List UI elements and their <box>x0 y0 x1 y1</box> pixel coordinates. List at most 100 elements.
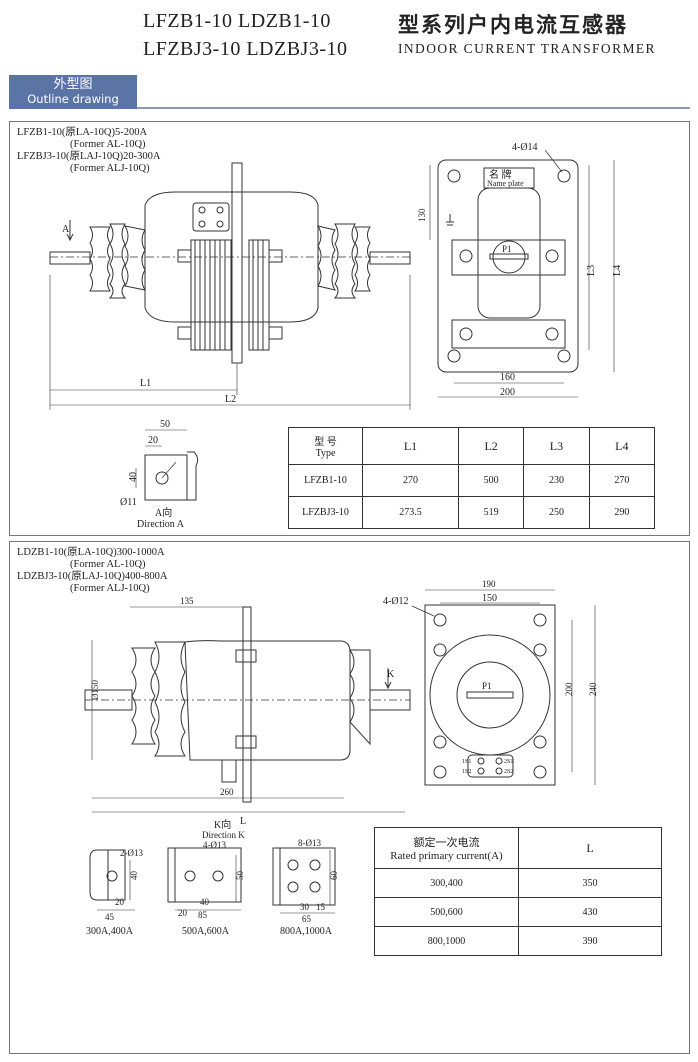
top-title-3: LFZBJ3-10(原LAJ-10Q)20-300A <box>17 151 161 162</box>
dim-240: 240 <box>588 682 598 696</box>
terminal-2s2: 2S2 <box>504 769 513 775</box>
top-table-col-l2: L2 <box>457 427 525 465</box>
bottom-spec-table: 额定一次电流 Rated primary current(A) L 300,40… <box>374 827 662 956</box>
top-side-view <box>429 149 615 398</box>
dim-a-50: 50 <box>160 419 170 430</box>
section-rule <box>137 107 690 109</box>
dim-l2: L2 <box>225 394 236 405</box>
top-row2-l4: 290 <box>588 496 656 529</box>
dim-190: 190 <box>482 579 496 589</box>
variant-1-caption: 300A,400A <box>86 926 134 937</box>
model-line-1: LFZB1-10 LDZB1-10 <box>143 10 331 32</box>
top-table-type-header: 型 号 Type <box>288 427 363 465</box>
table-row: 800,1000 390 <box>374 926 662 956</box>
dim-260: 260 <box>220 787 234 797</box>
top-row2-l1: 273.5 <box>362 496 459 529</box>
variant-3-hole: 8-Ø13 <box>298 838 321 848</box>
top-table-col-l4: L4 <box>588 427 656 465</box>
title-chinese: 型系列户内电流互感器 <box>398 13 628 37</box>
terminal-1s2: 1S2 <box>462 769 471 775</box>
bottom-title-2: (Former AL-10Q) <box>70 559 146 570</box>
top-table-col-l1: L1 <box>362 427 459 465</box>
variant-1-dim-c: 45 <box>105 912 115 922</box>
bottom-row2-l: 430 <box>518 897 662 927</box>
bottom-row3-current: 800,1000 <box>374 926 519 956</box>
variant-2-hole: 4-Ø13 <box>203 840 226 850</box>
top-row1-l3: 230 <box>523 464 590 497</box>
drawing-labels: A L1 L2 4-Ø14 名 牌 Name plate P1 130 L3 L… <box>62 142 623 937</box>
dim-l3: L3 <box>586 265 597 276</box>
section-tag-cn: 外型图 <box>53 77 93 92</box>
nameplate-en: Name plate <box>487 179 524 188</box>
table-row: LFZBJ3-10 273.5 519 250 290 <box>288 496 656 529</box>
top-table-col-l3: L3 <box>523 427 590 465</box>
terminal-1s1: 1S1 <box>462 759 471 765</box>
arrow-a-label: A <box>62 224 70 235</box>
variant-3-dim-a: 60 <box>329 871 339 881</box>
table-row: 300,400 350 <box>374 868 662 898</box>
bottom-title-1: LDZB1-10(原LA-10Q)300-1000A <box>17 547 165 558</box>
bottom-p1-label: P1 <box>482 681 492 691</box>
table-row: 500,600 430 <box>374 897 662 927</box>
top-table-header-cn: 型 号 <box>314 437 337 448</box>
direction-a-cn: A向 <box>155 506 172 519</box>
top-p1-label: P1 <box>502 244 512 254</box>
variant-3-dim-c: 15 <box>316 902 326 912</box>
bottom-title-4: (Former ALJ-10Q) <box>70 583 150 594</box>
bottom-table-header-l: L <box>518 827 662 869</box>
dim-a-20: 20 <box>148 435 158 446</box>
dim-135: 135 <box>180 596 194 606</box>
direction-k-cn: K向 <box>214 818 231 831</box>
dim-130: 130 <box>417 208 427 222</box>
direction-a-en: Direction A <box>137 519 185 530</box>
top-title-4: (Former ALJ-10Q) <box>70 163 150 174</box>
direction-k-en: Direction K <box>202 830 245 840</box>
top-title-1: LFZB1-10(原LA-10Q)5-200A <box>17 127 148 138</box>
dim-200: 200 <box>500 387 515 398</box>
dim-l: L <box>240 816 246 827</box>
table-row: LFZB1-10 270 500 230 270 <box>288 464 656 497</box>
bottom-table-header-en: Rated primary current(A) <box>390 850 503 862</box>
bottom-drawing-frame <box>9 541 690 1054</box>
top-row1-type: LFZB1-10 <box>288 464 363 497</box>
variant-1-dim-a: 40 <box>129 871 139 881</box>
bottom-row1-current: 300,400 <box>374 868 519 898</box>
dim-200b: 200 <box>564 682 574 696</box>
section-tag: 外型图 Outline drawing <box>9 75 137 109</box>
top-table-header-en: Type <box>315 448 336 459</box>
dim-a-11: Ø11 <box>120 497 137 508</box>
terminal-2s1: 2S1 <box>504 759 513 765</box>
variant-3-caption: 800A,1000A <box>280 926 333 937</box>
top-row1-l4: 270 <box>588 464 656 497</box>
variant-2-dim-a: 50 <box>235 871 245 881</box>
bottom-side-view <box>411 589 596 786</box>
top-row2-l3: 250 <box>523 496 590 529</box>
top-title-2: (Former AL-10Q) <box>70 139 146 150</box>
dim-l1: L1 <box>140 378 151 389</box>
bottom-row3-l: 390 <box>518 926 662 956</box>
bottom-title-3: LDZBJ3-10(原LAJ-10Q)400-800A <box>17 571 168 582</box>
variant-2-dim-d: 85 <box>198 910 208 920</box>
bottom-row2-current: 500,600 <box>374 897 519 927</box>
top-row2-type: LFZBJ3-10 <box>288 496 363 529</box>
top-row2-l2: 519 <box>457 496 525 529</box>
variant-1-dim-b: 20 <box>115 897 125 907</box>
nameplate-cn: 名 牌 <box>489 168 512 181</box>
bottom-row1-l: 350 <box>518 868 662 898</box>
variant-3-dim-b: 30 <box>300 902 310 912</box>
dim-150: 150 <box>482 593 497 604</box>
section-tag-en: Outline drawing <box>27 92 119 106</box>
terminal-variant-views <box>89 847 336 914</box>
top-spec-table: 型 号 Type L1 L2 L3 L4 LFZB1-10 270 500 23… <box>288 427 656 529</box>
hole-label-bottom: 4-Ø12 <box>383 596 409 607</box>
variant-2-dim-b: 40 <box>200 897 210 907</box>
variant-3-dim-d: 65 <box>302 914 312 924</box>
top-drawing-frame <box>9 121 690 536</box>
top-front-view <box>49 162 411 410</box>
bottom-table-current-header: 额定一次电流 Rated primary current(A) <box>374 827 519 869</box>
dim-160: 160 <box>500 372 515 383</box>
dim-l4: L4 <box>612 265 623 276</box>
dim-d150: Ø150 <box>90 680 100 700</box>
top-row1-l2: 500 <box>457 464 525 497</box>
